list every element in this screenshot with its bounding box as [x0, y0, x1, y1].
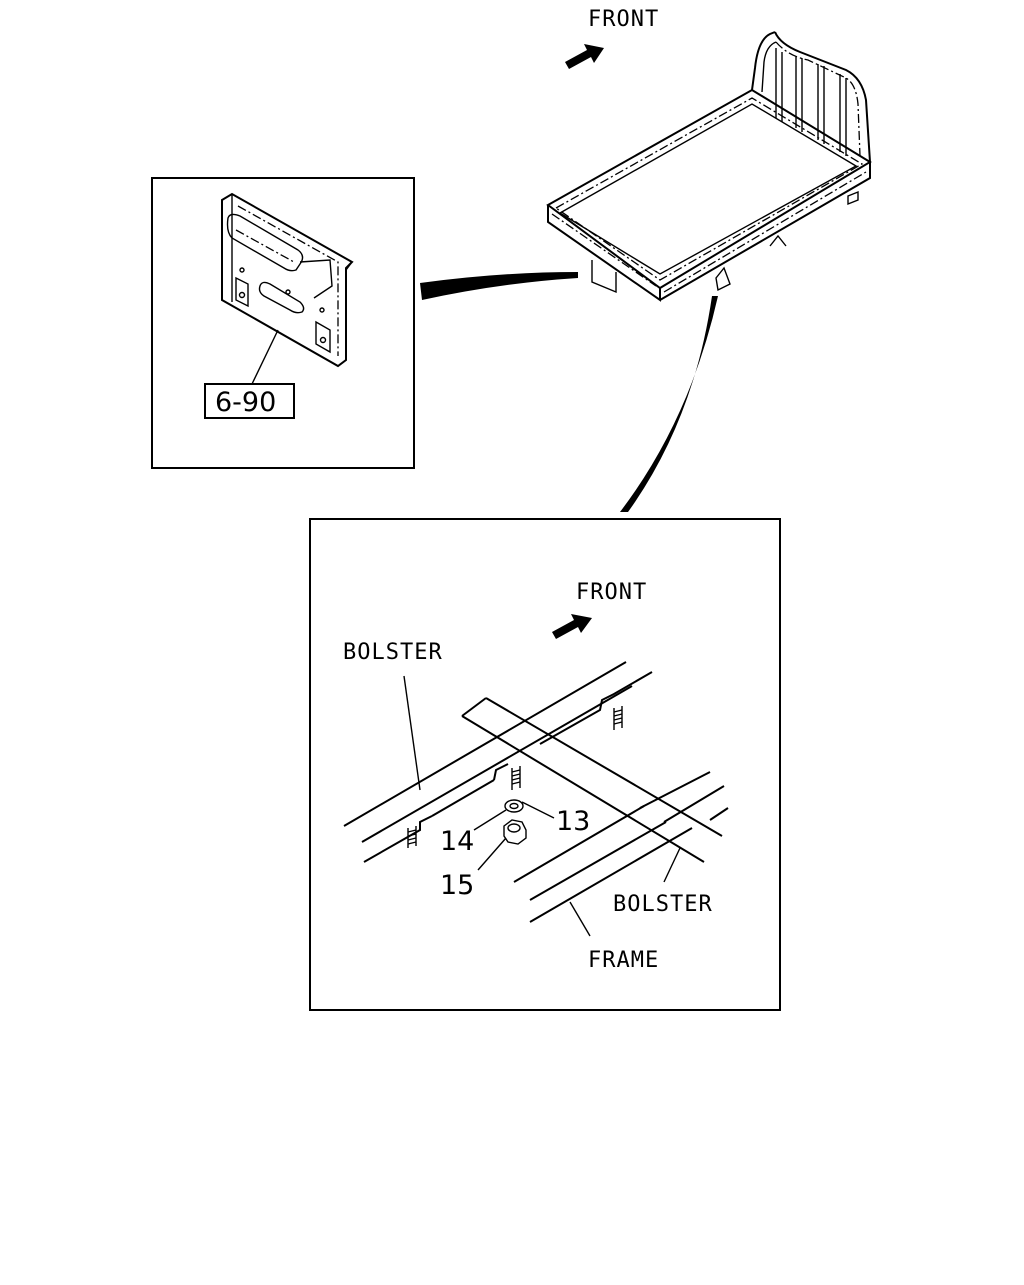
leader-sweep-to-inset	[420, 272, 578, 300]
detail-box-bolster	[309, 518, 781, 1011]
stud-bolt-left	[407, 826, 417, 848]
bolster-label-right: BOLSTER	[613, 892, 713, 917]
inset-box-bracket	[151, 177, 415, 469]
front-arrow-icon-top	[565, 44, 604, 69]
leader-part-13	[521, 801, 555, 819]
part-number-14: 14	[440, 826, 474, 857]
nut-part-15	[503, 819, 527, 845]
part-number-13: 13	[556, 806, 590, 837]
stud-bolt-center	[511, 766, 521, 790]
bracket-illustration	[221, 192, 354, 385]
stud-bolt-right	[613, 706, 623, 730]
leader-part-15	[477, 837, 507, 871]
ref-box-6-90	[204, 383, 295, 419]
front-label-detail: FRONT	[576, 580, 647, 605]
leader-bolster-left	[403, 675, 421, 791]
leader-bolster-right	[663, 847, 681, 883]
bolster-label-left: BOLSTER	[343, 640, 443, 665]
leader-part-14	[473, 809, 507, 831]
ref-label-6-90: 6-90	[215, 387, 276, 418]
leader-frame	[569, 901, 591, 937]
part-number-15: 15	[440, 870, 474, 901]
leader-sweep-to-detail	[620, 296, 718, 512]
truck-bed-illustration	[546, 31, 872, 302]
front-label-top: FRONT	[588, 7, 659, 32]
front-arrow-icon-detail	[552, 614, 592, 639]
bolster-frame-illustration	[343, 661, 729, 937]
washer-part-14	[504, 799, 524, 813]
frame-label: FRAME	[588, 948, 659, 973]
